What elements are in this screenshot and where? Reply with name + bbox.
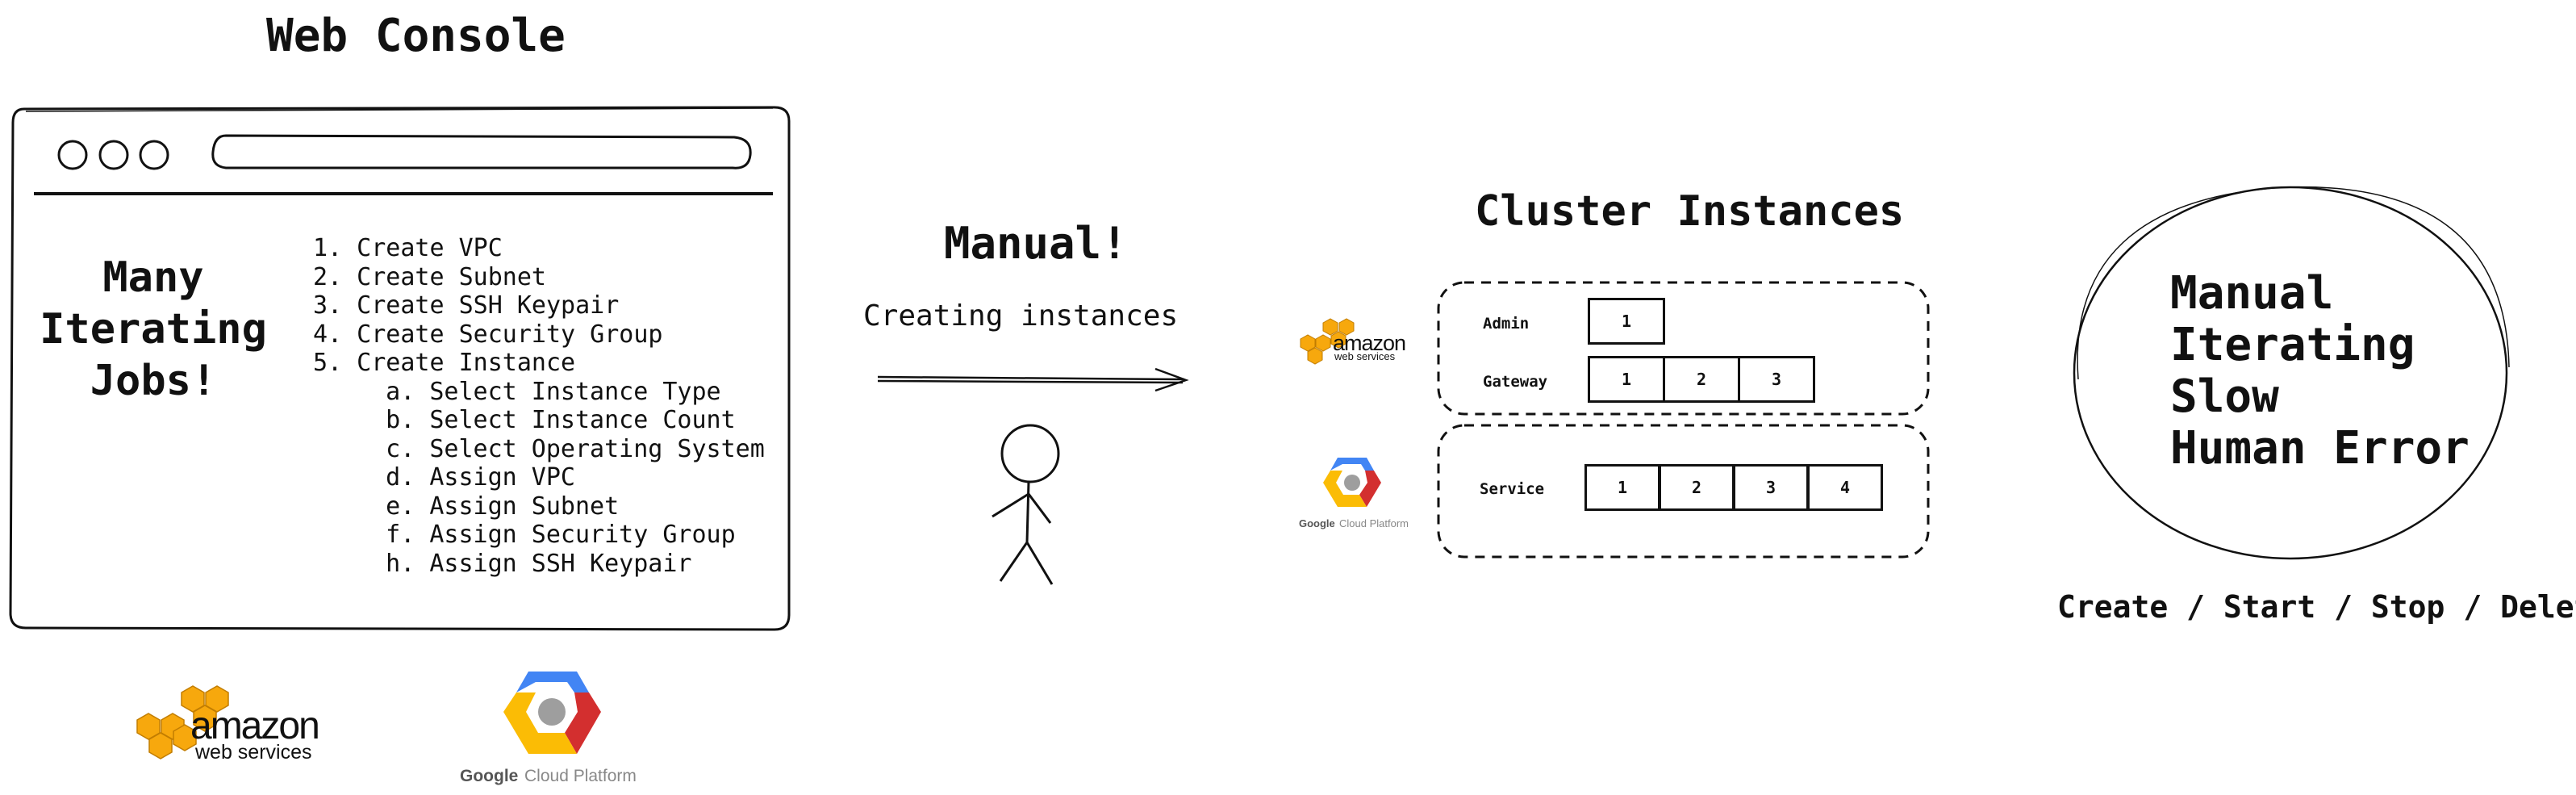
summary-text: Manual Iterating Slow Human Error (2170, 267, 2470, 475)
instance-box: 3 (1733, 464, 1809, 511)
gcp-logo-small-sub: Cloud Platform (1339, 517, 1409, 529)
step-item: a. Select Instance Type (342, 377, 721, 406)
group-label-gateway: Gateway (1483, 373, 1548, 391)
gcp-logo-sub: Cloud Platform (524, 767, 637, 785)
step-item: 5. Create Instance (313, 349, 576, 377)
aws-logo-icon (136, 685, 229, 759)
instance-box: 1 (1588, 356, 1665, 403)
instance-box: 1 (1584, 464, 1660, 511)
gcp-logo-small-icon (1323, 458, 1381, 507)
window-dot-3 (139, 140, 169, 170)
browser-window (9, 106, 791, 631)
step-item: e. Assign Subnet (342, 492, 620, 521)
aws-cluster-container (1437, 281, 1930, 416)
step-item: 2. Create Subnet (313, 262, 546, 291)
aws-logo-small-icon (1300, 318, 1355, 365)
summary-circle (2073, 186, 2510, 560)
aws-logo-small-word: amazon (1333, 331, 1406, 355)
web-console-title: Web Console (266, 10, 566, 62)
gcp-logo-icon (503, 672, 601, 754)
instance-box: 1 (1588, 298, 1665, 345)
address-bar (211, 134, 752, 169)
gcp-logo-small-word: Google (1299, 517, 1335, 529)
jobs-label: Many Iterating Jobs! (40, 253, 267, 405)
window-dot-2 (98, 140, 129, 170)
gcp-cluster-container (1437, 424, 1930, 559)
manual-title: Manual! (944, 218, 1128, 269)
cluster-containers (1437, 281, 1930, 559)
aws-logo-sub: web services (195, 741, 312, 764)
aws-logo-word: amazon (190, 705, 320, 747)
step-item: b. Select Instance Count (342, 406, 736, 434)
aws-logo-small-sub: web services (1334, 350, 1396, 362)
step-item: h. Assign SSH Keypair (342, 549, 692, 578)
step-item: d. Assign VPC (342, 463, 575, 492)
stick-figure-icon (992, 424, 1060, 585)
step-item: f. Assign Security Group (342, 521, 736, 549)
step-item: c. Select Operating System (342, 434, 765, 463)
steps-list: 1. Create VPC 2. Create Subnet 3. Create… (313, 234, 765, 578)
group-label-service: Service (1480, 480, 1545, 498)
group-label-admin: Admin (1483, 315, 1530, 333)
instance-box: 4 (1807, 464, 1883, 511)
arrow (877, 367, 1189, 392)
gcp-logo-word: Google (460, 767, 519, 785)
instance-box: 2 (1659, 464, 1735, 511)
instance-box: 2 (1663, 356, 1740, 403)
manual-subtitle: Creating instances (863, 299, 1179, 333)
operations-label: Create / Start / Stop / Delete (2057, 589, 2576, 625)
instance-box: 3 (1738, 356, 1815, 403)
cluster-title: Cluster Instances (1475, 187, 1905, 236)
window-dot-1 (57, 140, 88, 170)
step-item: 4. Create Security Group (313, 320, 663, 349)
step-item: 1. Create VPC (313, 234, 503, 262)
step-item: 3. Create SSH Keypair (313, 291, 620, 320)
